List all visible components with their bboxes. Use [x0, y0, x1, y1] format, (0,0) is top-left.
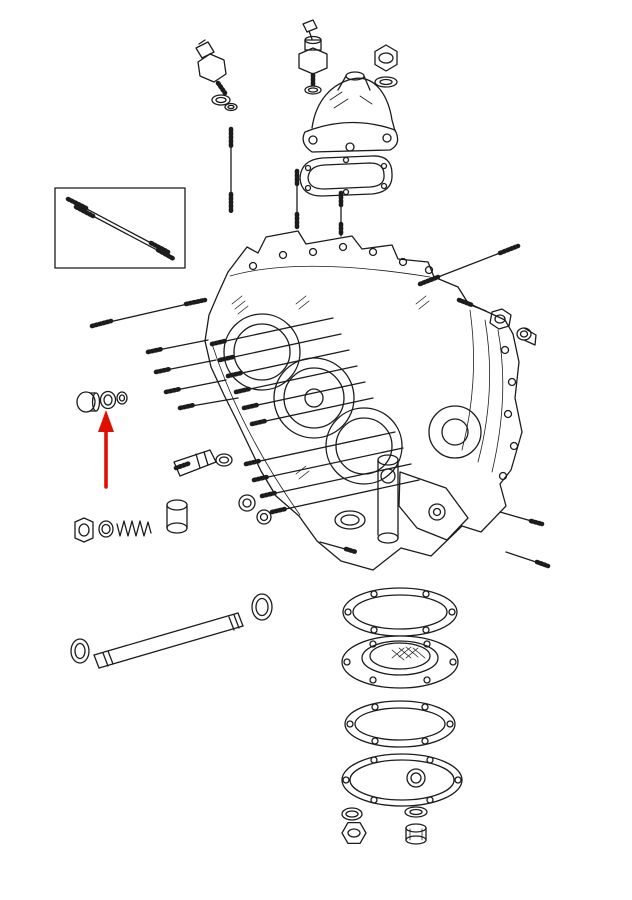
relief-valve-plug	[74, 517, 94, 543]
cover-gasket	[299, 155, 393, 197]
relief-valve-washer	[98, 520, 114, 538]
top-hex-nut	[374, 44, 398, 72]
through-studs-upper	[209, 317, 374, 427]
sump-plate	[341, 753, 463, 807]
sealing-washer-large	[99, 390, 117, 410]
drain-plug	[405, 823, 427, 845]
through-studs-lower	[243, 431, 420, 515]
loose-studs-left	[145, 339, 239, 411]
o-ring-right	[251, 593, 273, 621]
union-fitting	[173, 449, 233, 477]
oil-strainer-cover	[341, 635, 459, 689]
strainer-mesh	[391, 646, 426, 661]
crankcase	[204, 230, 523, 571]
pointer-arrow	[98, 410, 114, 489]
mid-nuts	[238, 494, 272, 525]
drain-plug-washer	[404, 806, 428, 818]
long-stud-right	[417, 243, 521, 287]
oil-suction-pipe	[93, 612, 244, 669]
temperature-sender	[298, 19, 328, 95]
pressure-switch	[195, 39, 238, 112]
breather-cover	[302, 71, 399, 153]
diagram-root	[54, 19, 551, 845]
long-stud-left	[89, 297, 208, 329]
stud-inset-box	[54, 187, 186, 269]
loose-studs-bottom	[319, 511, 551, 569]
hatching	[231, 295, 430, 480]
right-plugs	[456, 297, 537, 346]
deck-studs	[228, 126, 344, 238]
strainer-gasket-bottom	[344, 700, 456, 748]
seal-ring-small	[341, 807, 363, 821]
relief-valve-piston	[166, 499, 188, 534]
threaded-plug	[76, 391, 101, 413]
o-ring-left	[70, 638, 90, 664]
sealing-washer-small	[116, 391, 128, 405]
cylinder-bores	[223, 313, 403, 485]
arrow-head	[98, 410, 114, 432]
top-washer	[374, 76, 398, 88]
relief-valve-spring	[116, 520, 152, 537]
bottom-hex-nut	[341, 821, 367, 845]
strainer-gasket-top	[342, 587, 458, 637]
